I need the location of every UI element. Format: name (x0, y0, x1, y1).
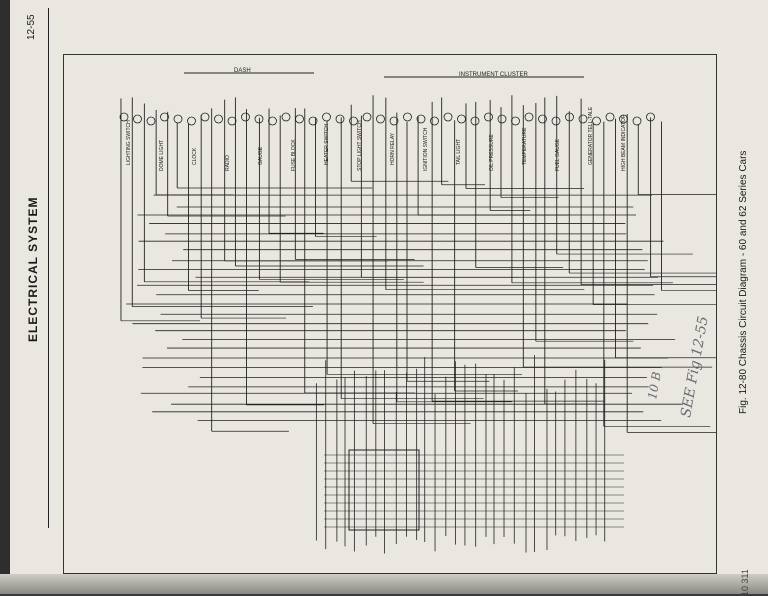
lamp-symbol (146, 116, 156, 126)
lamp-symbol (349, 116, 358, 126)
lamp-symbol (565, 112, 574, 122)
lamp-symbol (227, 116, 237, 126)
lamp-symbol (268, 116, 277, 126)
group-label: INSTRUMENT CLUSTER (459, 72, 528, 78)
lamp-symbol (281, 112, 291, 122)
lamp-symbol (497, 114, 507, 124)
lamp-symbol (335, 114, 345, 124)
lamp-symbol (389, 116, 399, 126)
lamp-symbol (457, 114, 466, 124)
lamp-symbol (592, 116, 601, 126)
lamp-symbol (200, 112, 210, 122)
lamp-symbol (605, 112, 615, 122)
lamp-symbol (254, 114, 264, 124)
lamp-symbol (362, 112, 372, 122)
lamp-symbol (416, 114, 426, 124)
lamp-symbol (470, 116, 480, 126)
lamp-symbol (322, 112, 331, 122)
lamp-symbol (511, 116, 520, 126)
lamp-symbol (308, 116, 318, 126)
lamp-symbol (173, 114, 183, 124)
lamp-symbol (538, 114, 547, 124)
lamp-symbol (160, 112, 169, 122)
lamp-symbol (443, 112, 453, 122)
scan-shadow-left (0, 0, 10, 594)
lamp-symbol (524, 112, 534, 122)
fuse-block-symbol (348, 449, 420, 531)
handwritten-note-2: 10 B (645, 370, 664, 400)
lamp-symbol (214, 114, 223, 124)
lamp-symbol (646, 112, 655, 122)
lamp-symbol (632, 116, 642, 126)
header-rule (48, 8, 49, 528)
wiring-lines (119, 72, 768, 554)
group-label: DASH (234, 68, 251, 74)
lamp-symbol (619, 114, 628, 124)
lamp-symbol (295, 114, 304, 124)
handwritten-note-1: SEE Fig 12-55 (678, 315, 712, 419)
lamp-symbol (430, 116, 439, 126)
lamp-symbol (403, 112, 412, 122)
lamp-symbol (578, 114, 588, 124)
lamp-symbol (133, 114, 142, 124)
lamp-symbol (187, 116, 196, 126)
lamp-symbol (551, 116, 561, 126)
lamp-symbol (119, 112, 129, 122)
lamp-symbol (484, 112, 493, 122)
lamp-symbol (376, 114, 385, 124)
lamp-symbol (241, 112, 250, 122)
scan-shadow-bottom (0, 574, 768, 594)
